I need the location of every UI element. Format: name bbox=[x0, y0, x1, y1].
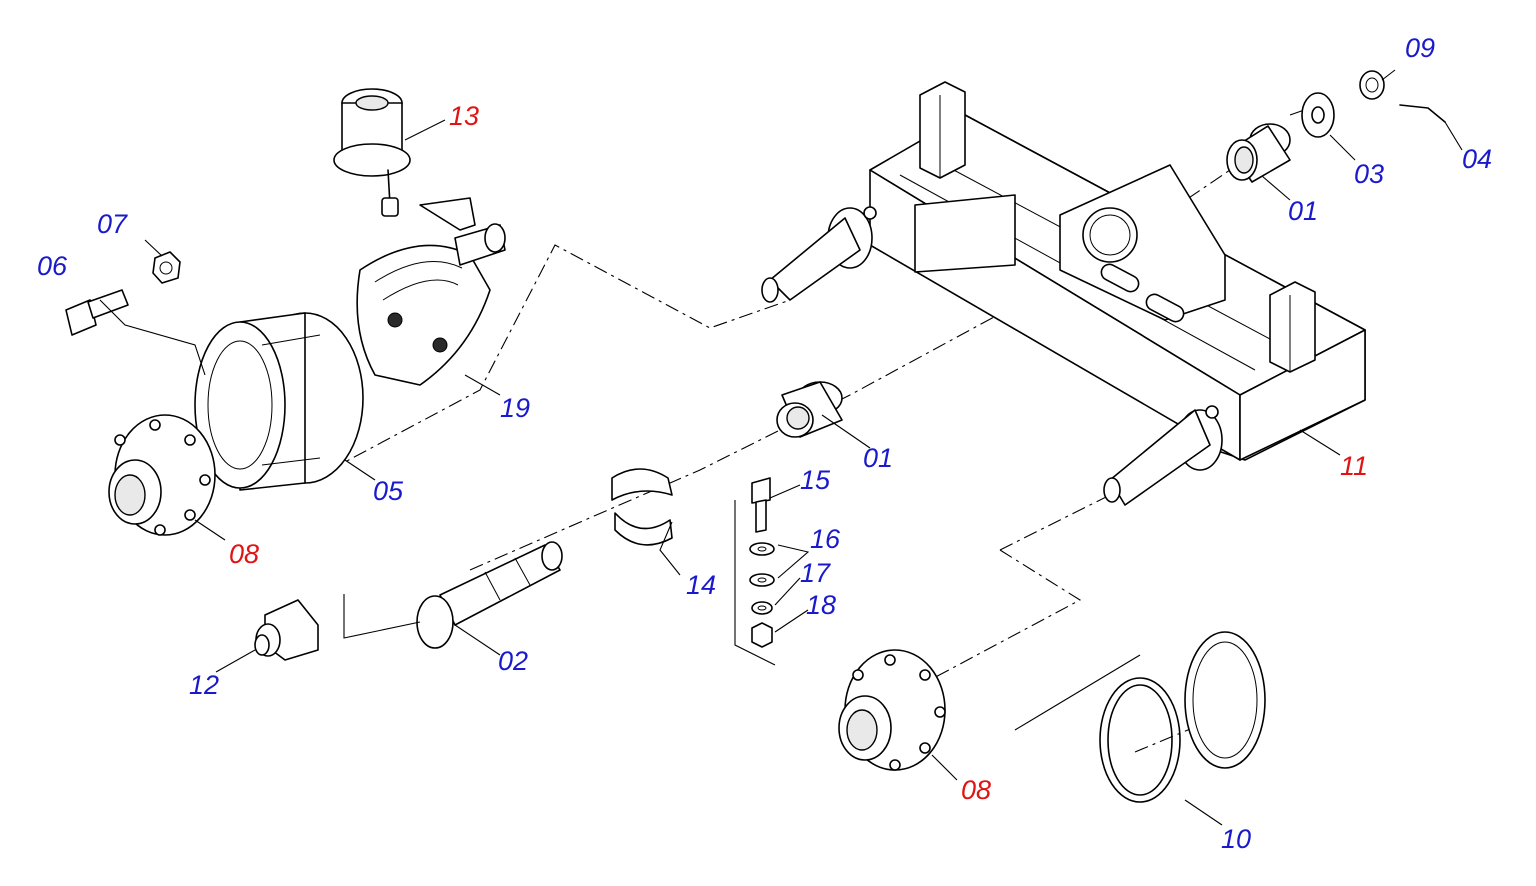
callout-16: 16 bbox=[810, 524, 841, 554]
dust-cover-plates[interactable] bbox=[1099, 631, 1266, 803]
callout-08-left: 08 bbox=[229, 539, 259, 569]
callout-09: 09 bbox=[1405, 33, 1435, 63]
clamp-halves[interactable] bbox=[611, 468, 673, 546]
end-plug[interactable] bbox=[254, 599, 319, 661]
lock-washer[interactable] bbox=[751, 601, 773, 615]
cotter-pin[interactable] bbox=[1399, 104, 1446, 123]
callout-12: 12 bbox=[189, 670, 219, 700]
clamp-nut[interactable] bbox=[751, 622, 773, 648]
callout-labels: 01 01 02 03 04 05 06 07 08 08 09 10 11 1… bbox=[37, 33, 1492, 854]
hex-nut[interactable] bbox=[152, 251, 181, 284]
callout-18: 18 bbox=[806, 590, 836, 620]
callout-11: 11 bbox=[1340, 451, 1368, 481]
callout-13: 13 bbox=[449, 101, 479, 131]
thrust-washer[interactable] bbox=[1301, 92, 1335, 138]
callout-02: 02 bbox=[498, 646, 528, 676]
wheel-hub-right[interactable] bbox=[838, 649, 946, 771]
callout-10: 10 bbox=[1221, 824, 1251, 854]
callout-07: 07 bbox=[97, 209, 128, 239]
axle-beam[interactable] bbox=[761, 81, 1366, 506]
callout-14: 14 bbox=[686, 570, 716, 600]
callout-08-right: 08 bbox=[961, 775, 991, 805]
callout-17: 17 bbox=[800, 558, 831, 588]
axle-tube[interactable] bbox=[416, 541, 563, 649]
wheel-hub-left[interactable] bbox=[108, 414, 216, 536]
callout-03: 03 bbox=[1354, 159, 1384, 189]
leader-lines bbox=[99, 69, 1463, 826]
castle-nut[interactable] bbox=[1359, 70, 1385, 100]
callout-04: 04 bbox=[1462, 144, 1492, 174]
clamp-bolt[interactable] bbox=[751, 477, 771, 533]
callout-19: 19 bbox=[500, 393, 530, 423]
bushing-upper[interactable] bbox=[1226, 123, 1291, 183]
bushing-lower[interactable] bbox=[776, 381, 843, 438]
brake-drum[interactable] bbox=[194, 312, 364, 491]
callout-15: 15 bbox=[800, 465, 831, 495]
callout-06: 06 bbox=[37, 251, 68, 281]
callout-01-upper: 01 bbox=[1288, 196, 1318, 226]
callout-05: 05 bbox=[373, 476, 404, 506]
brake-shoe-assembly[interactable] bbox=[356, 197, 506, 386]
bolt[interactable] bbox=[65, 289, 129, 336]
callout-01-lower: 01 bbox=[863, 443, 893, 473]
flat-washers[interactable] bbox=[749, 542, 775, 587]
brake-chamber[interactable] bbox=[333, 88, 411, 217]
